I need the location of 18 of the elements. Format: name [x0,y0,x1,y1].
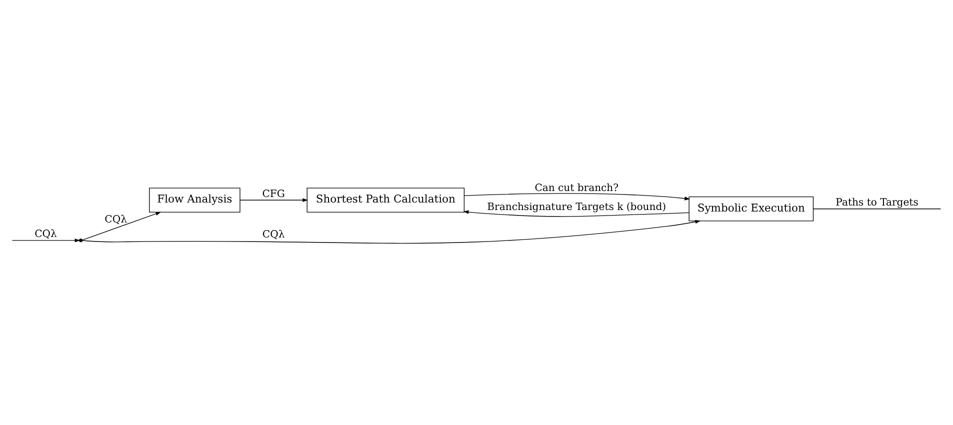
arrow [240,198,308,202]
edge-label: Paths to Targets [836,197,918,208]
node-box: Flow Analysis [149,187,240,212]
edge-label: Branchsignature Targets k (bound) [487,202,666,213]
edge-label: CQλ [104,214,127,225]
arrow [463,210,690,216]
arrow [82,211,162,240]
arrow [464,192,690,200]
edge-label: CFG [262,188,285,200]
edge-label: CQλ [34,228,57,240]
node-point [79,238,83,242]
connector [813,208,942,209]
arrow [74,219,701,244]
edge-label: CQλ [262,229,285,240]
edge-label: Can cut branch? [534,182,619,194]
node-box: Shortest Path Calculation [306,187,465,212]
node-box: Symbolic Execution [688,196,814,221]
arrow [12,238,80,242]
